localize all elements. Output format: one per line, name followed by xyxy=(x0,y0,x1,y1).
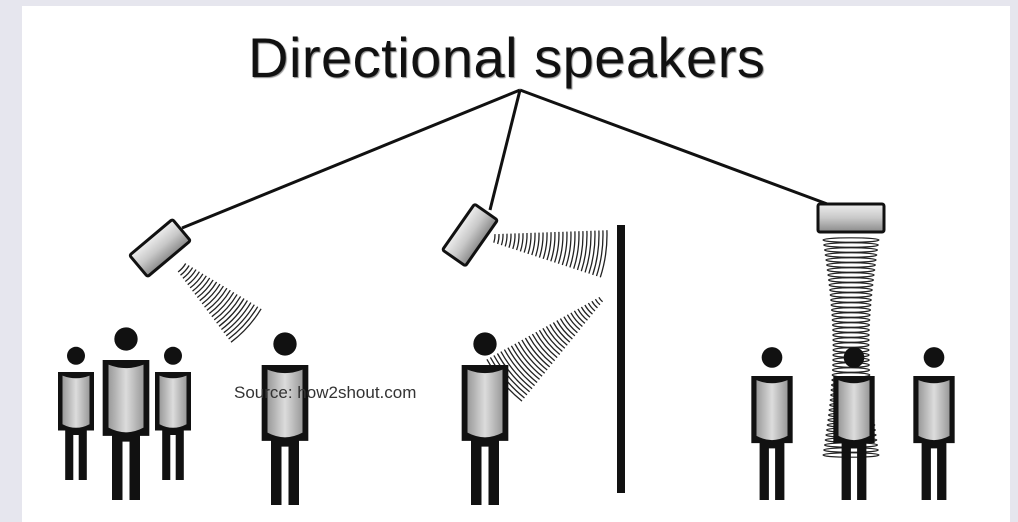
sound-wave-arc xyxy=(508,348,537,383)
sound-wave-ring xyxy=(829,283,873,287)
sound-wave-ring xyxy=(833,328,870,332)
sound-wave-arc xyxy=(557,321,573,340)
sound-waves-left xyxy=(178,264,261,343)
sound-wave-ring xyxy=(833,338,869,342)
sound-wave-arc xyxy=(231,309,261,342)
person-icon xyxy=(58,347,94,480)
sound-wave-arc xyxy=(197,280,213,298)
sound-wave-ring xyxy=(833,323,870,327)
sound-wave-arc xyxy=(539,233,543,258)
sound-wave-ring xyxy=(832,318,870,322)
listener-group-right xyxy=(751,347,954,500)
sound-wave-ring xyxy=(827,263,876,267)
sound-wave-arc xyxy=(498,234,499,244)
sound-wave-ring xyxy=(825,253,877,257)
sound-wave-arc xyxy=(524,233,527,253)
sound-wave-ring xyxy=(831,298,872,302)
speaker-icon-right xyxy=(818,204,884,232)
sound-wave-ring xyxy=(830,288,873,292)
sound-wave-arc xyxy=(509,234,511,248)
speaker-icon-left xyxy=(130,219,191,276)
wall xyxy=(617,225,625,493)
sound-waves-middle-incoming xyxy=(494,230,607,277)
person-icon xyxy=(155,347,191,480)
sound-wave-ring xyxy=(826,258,876,262)
sound-wave-ring xyxy=(824,448,879,452)
sound-wave-arc xyxy=(532,233,535,255)
sound-wave-arc xyxy=(536,233,539,257)
connector-line-right xyxy=(520,90,830,205)
sound-wave-arc xyxy=(501,234,503,245)
sound-wave-arc xyxy=(520,233,523,251)
person-icon xyxy=(751,347,792,500)
sound-wave-ring xyxy=(828,273,874,277)
sound-wave-arc xyxy=(504,350,534,386)
sound-wave-ring xyxy=(833,333,869,337)
connector-line-left xyxy=(182,90,520,228)
listener-group-left xyxy=(58,327,191,500)
source-credit: Source: how2shout.com xyxy=(234,384,416,401)
sound-wave-arc xyxy=(595,299,600,305)
sound-wave-arc xyxy=(229,307,258,339)
sound-wave-ring xyxy=(832,313,870,317)
sound-wave-arc xyxy=(513,233,515,249)
sound-wave-arc xyxy=(543,232,547,258)
sound-wave-arc xyxy=(494,234,495,243)
sound-wave-arc xyxy=(517,233,519,250)
connector-line-middle xyxy=(490,90,520,210)
sound-wave-ring xyxy=(832,308,871,312)
person-icon-target-middle xyxy=(462,332,509,505)
sound-wave-arc xyxy=(195,278,210,294)
sound-wave-ring xyxy=(825,248,878,252)
diagram-title: Directional speakers xyxy=(248,30,828,86)
sound-wave-ring xyxy=(824,243,879,247)
sound-wave-arc xyxy=(599,297,603,301)
sound-wave-ring xyxy=(827,268,875,272)
sound-wave-arc xyxy=(505,234,507,247)
sound-wave-ring xyxy=(830,293,872,297)
sound-wave-ring xyxy=(833,343,869,347)
person-icon xyxy=(913,347,954,500)
sound-wave-arc xyxy=(528,233,531,254)
person-icon xyxy=(103,327,150,500)
connector-lines xyxy=(182,90,830,228)
sound-wave-ring xyxy=(833,368,870,372)
sound-wave-ring xyxy=(823,453,879,457)
sound-wave-ring xyxy=(823,238,879,242)
sound-wave-arc xyxy=(560,319,575,336)
speaker-icon-middle xyxy=(442,204,497,266)
sound-wave-ring xyxy=(829,278,874,282)
person-icon xyxy=(833,347,874,500)
person-icon-target-left xyxy=(262,332,309,505)
sound-wave-ring xyxy=(831,303,871,307)
sound-wave-arc xyxy=(511,346,539,380)
